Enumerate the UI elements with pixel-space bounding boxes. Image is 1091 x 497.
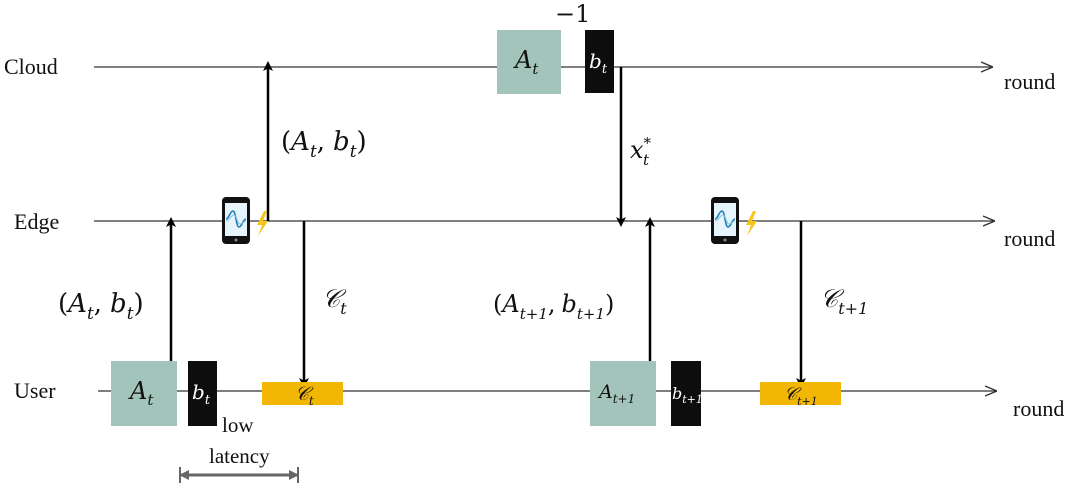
user-matrix-block-1: At — [111, 361, 177, 426]
inverse-superscript: −1 — [555, 0, 590, 28]
svg-text:bt: bt — [589, 49, 608, 77]
latency-label-line1: low — [222, 413, 254, 437]
lane-label-user: User — [14, 378, 56, 403]
label-user-to-edge-2: (At+1,bt+1) — [493, 290, 614, 323]
user-result-block-2: 𝒞t+1 — [760, 382, 841, 408]
round-label-user: round — [1013, 396, 1064, 421]
smartphone-signal-icon — [222, 197, 250, 244]
user-vector-block-2: bt+1 — [671, 361, 703, 426]
lightning-bolt-icon — [746, 211, 757, 236]
round-label-cloud: round — [1004, 69, 1055, 94]
label-edge-to-cloud: (At,bt) — [281, 127, 367, 162]
cloud-vector-block: bt — [585, 30, 614, 93]
label-cloud-to-edge: x*t — [630, 134, 652, 169]
svg-text:bt: bt — [192, 380, 211, 408]
lightning-bolt-icon — [257, 211, 268, 236]
round-label-edge: round — [1004, 226, 1055, 251]
user-vector-block-1: bt — [188, 361, 217, 426]
svg-text:At+1: At+1 — [597, 381, 635, 406]
label-edge-to-user-1: 𝒞t — [322, 284, 347, 318]
user-matrix-block-2: At+1 — [590, 361, 656, 426]
latency-label-line2: latency — [209, 444, 270, 468]
svg-text:At: At — [128, 377, 154, 409]
lane-label-cloud: Cloud — [4, 54, 58, 79]
svg-text:At: At — [513, 46, 539, 78]
cloud-matrix-block: At — [497, 30, 561, 94]
label-edge-to-user-2: 𝒞t+1 — [820, 284, 868, 318]
label-user-to-edge-1: (At,bt) — [58, 289, 144, 324]
svg-text:bt+1: bt+1 — [672, 384, 703, 406]
smartphone-signal-icon — [711, 197, 739, 244]
lane-label-edge: Edge — [14, 209, 59, 234]
user-result-block-1: 𝒞t — [262, 382, 343, 408]
